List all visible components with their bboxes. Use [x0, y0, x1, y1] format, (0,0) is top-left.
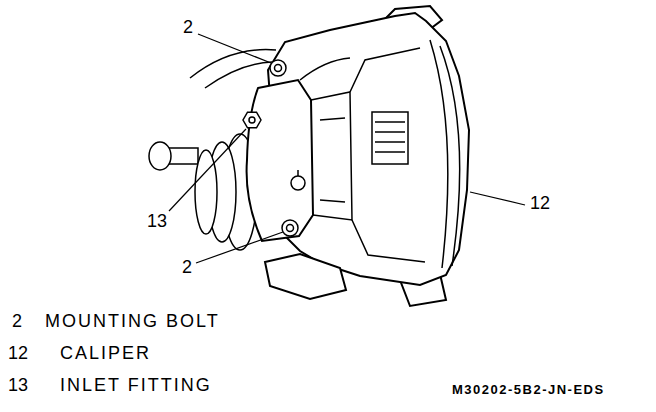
key-number: 13 — [8, 376, 28, 396]
bleeder-valve — [291, 170, 305, 190]
inlet-fitting — [243, 112, 261, 128]
part-name: CALIPER — [60, 344, 151, 364]
key-number: 12 — [8, 344, 28, 364]
caliper-body — [247, 6, 469, 306]
ball-joint — [149, 134, 257, 250]
part-name: INLET FITTING — [60, 376, 212, 396]
rotor-edge — [190, 50, 276, 88]
caliper-detail — [300, 40, 460, 268]
mounting-bolt — [270, 60, 298, 236]
key-number: 2 — [12, 312, 22, 332]
callout-number: 12 — [530, 194, 550, 214]
part-name: MOUNTING BOLT — [45, 312, 220, 332]
callout-number: 13 — [147, 212, 167, 232]
callout-number: 2 — [183, 18, 193, 38]
callout-number: 2 — [182, 258, 192, 278]
drawing-code: M30202-5B2-JN-EDS — [452, 383, 605, 397]
leader-line — [169, 34, 525, 263]
